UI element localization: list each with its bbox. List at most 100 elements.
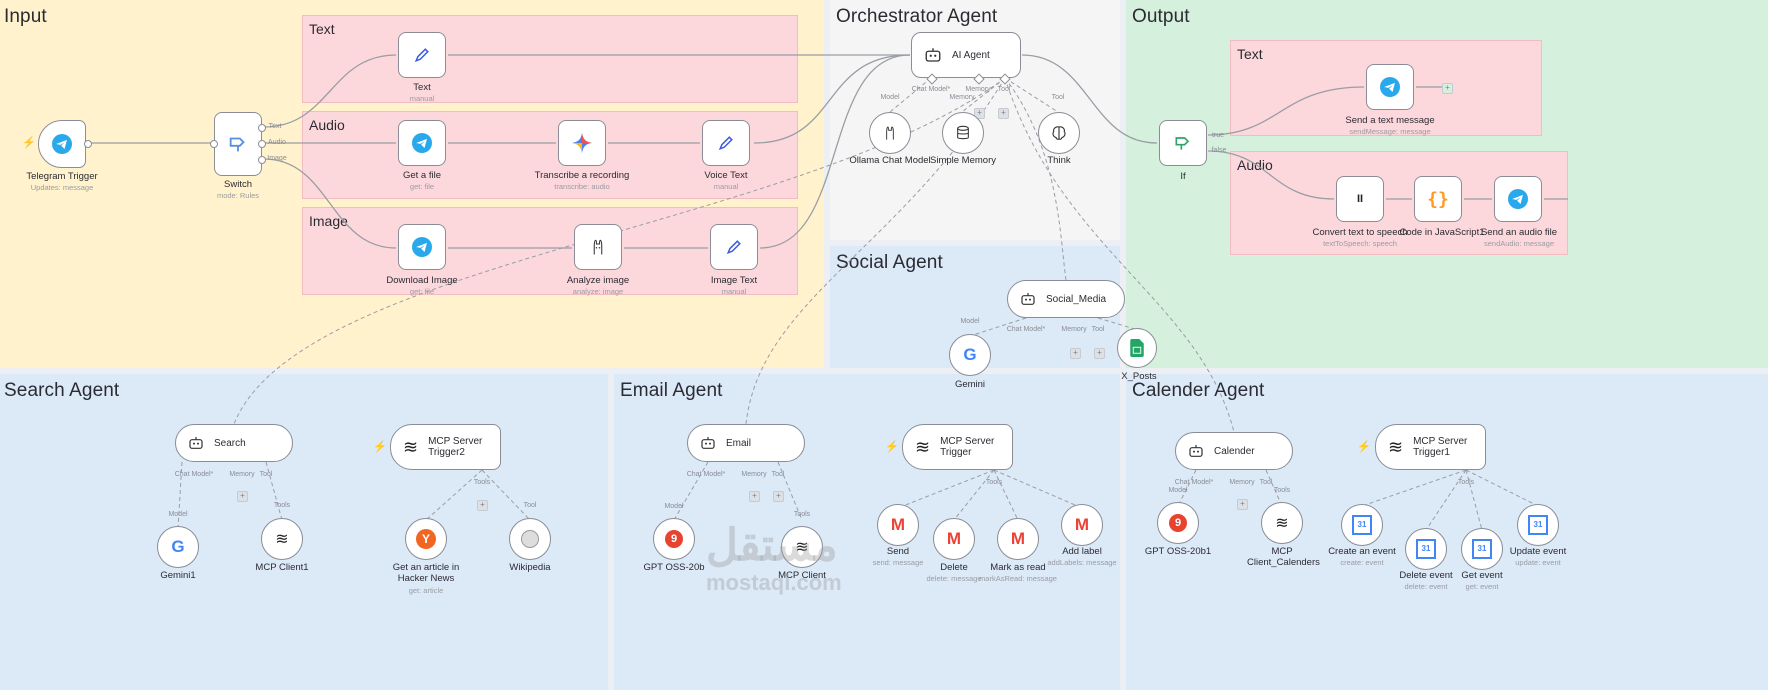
add-next-button[interactable]: + xyxy=(1442,83,1453,94)
telegram-trigger-node[interactable] xyxy=(38,120,86,168)
think-node[interactable] xyxy=(1038,112,1080,154)
gmail-icon: M xyxy=(1074,515,1090,534)
mcp-server-trigger-node[interactable]: ≋ MCP Server Trigger xyxy=(902,424,1013,470)
subsection-title: Audio xyxy=(309,117,345,133)
node-label: Transcribe a recording xyxy=(534,170,630,181)
node-subtitle: analyze: image xyxy=(572,287,624,296)
add-memory-button[interactable]: + xyxy=(974,108,985,119)
pencil-icon xyxy=(726,240,741,255)
node-label: Switch xyxy=(224,179,252,190)
node-label: Gemini1 xyxy=(160,570,196,581)
add-memory-button[interactable]: + xyxy=(1070,348,1081,359)
add-memory-button[interactable]: + xyxy=(749,491,760,502)
output-label-true: true xyxy=(1211,132,1225,139)
gemini1-node[interactable]: G xyxy=(157,526,199,568)
node-label: Analyze image xyxy=(566,275,630,286)
mcp-icon: ≋ xyxy=(275,531,289,548)
ai-agent-node[interactable]: AI Agent xyxy=(911,32,1021,78)
add-tool-button[interactable]: + xyxy=(1094,348,1105,359)
gmail-label-node[interactable]: M xyxy=(1061,504,1103,546)
robot-icon xyxy=(1021,293,1035,305)
node-label: GPT OSS-20b1 xyxy=(1144,546,1212,557)
port-label: Chat Model* xyxy=(1006,326,1046,333)
get-file-node[interactable] xyxy=(398,120,446,166)
gmail-send-node[interactable]: M xyxy=(877,504,919,546)
node-label: Create an event xyxy=(1328,546,1396,557)
node-label: If xyxy=(1180,171,1186,182)
tts-node[interactable]: II xyxy=(1336,176,1384,222)
section-title: Calender Agent xyxy=(1132,380,1265,401)
cal-update-node[interactable]: 31 xyxy=(1517,504,1559,546)
code-js-node[interactable]: {} xyxy=(1414,176,1462,222)
gemini-model-node[interactable]: G xyxy=(949,334,991,376)
ollama-chat-model-node[interactable] xyxy=(869,112,911,154)
gmail-delete-node[interactable]: M xyxy=(933,518,975,560)
node-label: Ollama Chat Model xyxy=(849,155,931,166)
social-media-agent-node[interactable]: Social_Media xyxy=(1007,280,1125,318)
node-label: Get event xyxy=(1461,570,1503,581)
simple-memory-node[interactable] xyxy=(942,112,984,154)
x-posts-node[interactable] xyxy=(1117,328,1157,368)
input-port[interactable] xyxy=(210,140,218,148)
mcp-icon: ≋ xyxy=(915,436,931,457)
add-memory-button[interactable]: + xyxy=(1237,499,1248,510)
gmail-read-node[interactable]: M xyxy=(997,518,1039,560)
mcp-client-node[interactable]: ≋ xyxy=(781,526,823,568)
cal-delete-node[interactable]: 31 xyxy=(1405,528,1447,570)
node-label: Download Image xyxy=(386,275,458,286)
image-text-node[interactable] xyxy=(710,224,758,270)
send-audio-node[interactable] xyxy=(1494,176,1542,222)
output-label-text: Text xyxy=(268,123,282,130)
output-port[interactable] xyxy=(258,156,266,164)
trigger-bolt-icon: ⚡ xyxy=(373,441,387,453)
node-label: Simple Memory xyxy=(930,155,996,166)
cal-create-node[interactable]: 31 xyxy=(1341,504,1383,546)
wikipedia-node[interactable] xyxy=(509,518,551,560)
gpt-oss-node[interactable]: 9 xyxy=(653,518,695,560)
download-image-node[interactable] xyxy=(398,224,446,270)
add-tool-button[interactable]: + xyxy=(773,491,784,502)
analyze-image-node[interactable] xyxy=(574,224,622,270)
node-subtitle: send: message xyxy=(872,558,924,567)
gcal-icon: 31 xyxy=(1416,539,1436,559)
google-icon: G xyxy=(963,345,977,364)
telegram-icon xyxy=(1380,77,1400,97)
search-agent-node[interactable]: Search xyxy=(175,424,293,462)
mcp-server-trigger1-node[interactable]: ≋ MCP Server Trigger1 xyxy=(1375,424,1486,470)
port-label: Memory xyxy=(741,471,767,478)
transcribe-node[interactable] xyxy=(558,120,606,166)
node-subtitle: delete: event xyxy=(1404,582,1448,591)
voice-text-node[interactable] xyxy=(702,120,750,166)
node-label: MCP Client1 xyxy=(255,562,309,573)
port-label: Tool xyxy=(1091,326,1105,333)
add-tool-button[interactable]: + xyxy=(477,500,488,511)
if-node[interactable] xyxy=(1159,120,1207,166)
output-port[interactable] xyxy=(258,124,266,132)
calender-agent-node[interactable]: Calender xyxy=(1175,432,1293,470)
hacker-news-node[interactable]: Y xyxy=(405,518,447,560)
robot-icon xyxy=(925,48,941,62)
text-node[interactable] xyxy=(398,32,446,78)
send-text-node[interactable] xyxy=(1366,64,1414,110)
output-port[interactable] xyxy=(258,140,266,148)
gpt-oss1-node[interactable]: 9 xyxy=(1157,502,1199,544)
ollama-icon xyxy=(593,239,603,255)
switch-node[interactable] xyxy=(214,112,262,176)
mcp-client-calenders-node[interactable]: ≋ xyxy=(1261,502,1303,544)
cal-get-node[interactable]: 31 xyxy=(1461,528,1503,570)
output-port[interactable] xyxy=(84,140,92,148)
node-label: Telegram Trigger xyxy=(26,171,98,182)
node-subtitle: mode: Rules xyxy=(216,191,260,200)
mcp-client1-node[interactable]: ≋ xyxy=(261,518,303,560)
email-agent-node[interactable]: Email xyxy=(687,424,805,462)
add-memory-button[interactable]: + xyxy=(237,491,248,502)
section-title: Email Agent xyxy=(620,380,723,401)
add-tool-button[interactable]: + xyxy=(998,108,1009,119)
trigger-bolt-icon: ⚡ xyxy=(1357,441,1371,453)
subsection-title: Image xyxy=(309,213,348,229)
node-label: Email xyxy=(726,437,752,449)
mcp-server-trigger2-node[interactable]: ≋ MCP Server Trigger2 xyxy=(390,424,501,470)
section-title: Output xyxy=(1132,6,1190,27)
